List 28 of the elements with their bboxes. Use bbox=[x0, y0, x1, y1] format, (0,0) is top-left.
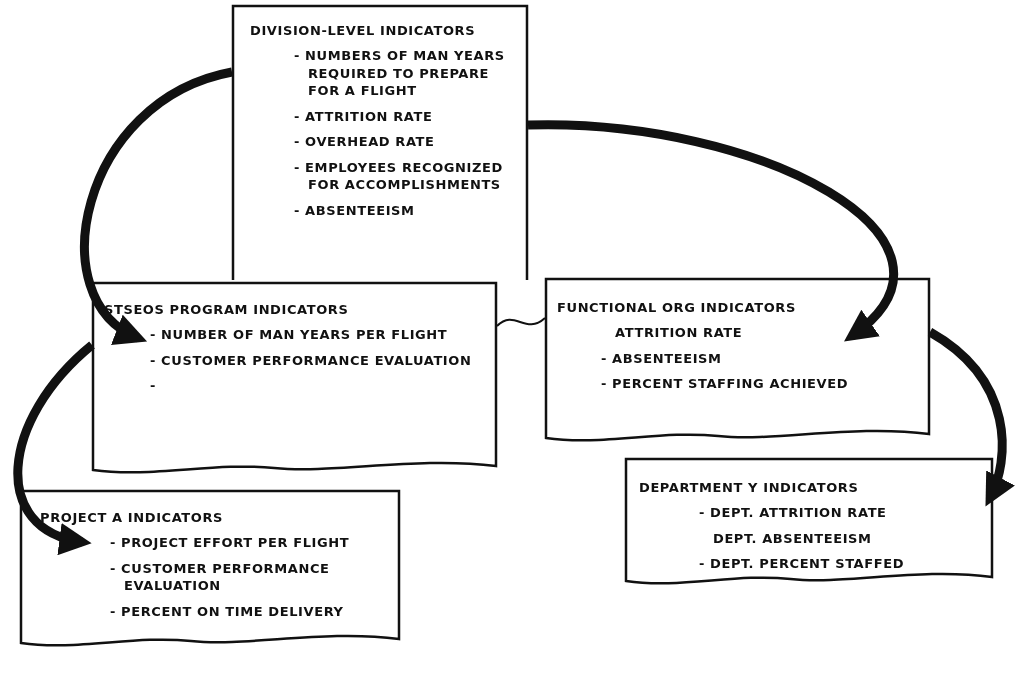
box-heading: DIVISION-LEVEL INDICATORS bbox=[250, 23, 477, 38]
curved-arrow bbox=[927, 328, 1015, 507]
indicator-item: - NUMBER OF MAN YEARS PER FLIGHT bbox=[150, 326, 448, 344]
indicator-item: - PERCENT STAFFING ACHIEVED bbox=[601, 375, 849, 393]
indicator-item: ATTRITION RATE bbox=[615, 324, 743, 342]
connector-line bbox=[496, 317, 546, 327]
indicator-item: - DEPT. ATTRITION RATE bbox=[699, 504, 887, 522]
curved-arrow bbox=[13, 341, 96, 553]
box-heading: PROJECT A INDICATORS bbox=[40, 510, 225, 525]
indicator-item: - PERCENT ON TIME DELIVERY bbox=[110, 602, 344, 621]
indicator-item: - NUMBERS OF MAN YEARS REQUIRED TO PREPARE FOR A FLIGHT bbox=[294, 47, 506, 100]
curved-arrow bbox=[80, 67, 234, 343]
curved-arrow bbox=[527, 120, 897, 343]
box-heading: STSEOS PROGRAM INDICATORS bbox=[104, 302, 350, 317]
indicator-item: - OVERHEAD RATE bbox=[294, 133, 435, 151]
indicator-item: - ABSENTEEISM bbox=[601, 349, 723, 368]
box-heading: FUNCTIONAL ORG INDICATORS bbox=[557, 300, 797, 315]
indicator-item: DEPT. ABSENTEEISM bbox=[713, 529, 872, 548]
indicator-item: - bbox=[150, 377, 157, 395]
indicator-item: - PROJECT EFFORT PER FLIGHT bbox=[110, 534, 350, 552]
indicator-item: - ATTRITION RATE bbox=[294, 107, 433, 126]
indicator-item: - DEPT. PERCENT STAFFED bbox=[699, 555, 905, 573]
box-heading: DEPARTMENT Y INDICATORS bbox=[639, 480, 860, 495]
indicator-item: - CUSTOMER PERFORMANCE EVALUATION bbox=[150, 351, 472, 370]
indicator-item: - ABSENTEEISM bbox=[294, 201, 416, 220]
indicator-item: - CUSTOMER PERFORMANCE EVALUATION bbox=[110, 559, 331, 595]
indicator-item: - EMPLOYEES RECOGNIZED FOR ACCOMPLISHMENTS bbox=[294, 158, 504, 194]
document-box bbox=[232, 5, 528, 280]
